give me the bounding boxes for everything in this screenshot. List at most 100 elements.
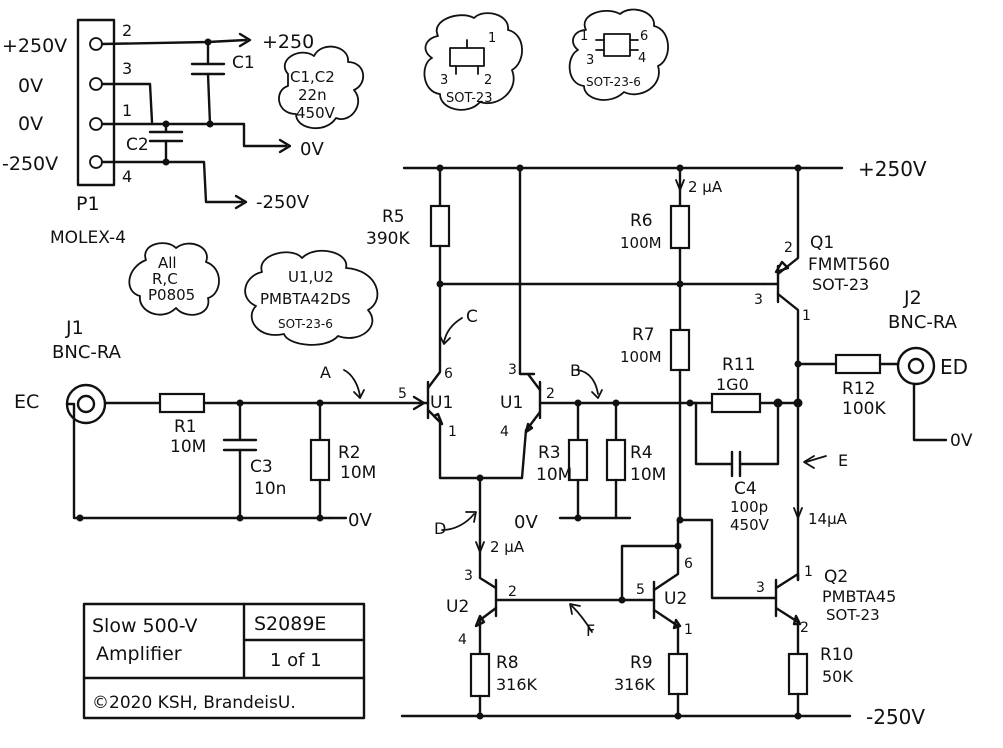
rails: +250V -250V [400,157,927,729]
title-block: Slow 500-V Amplifier S2089E 1 of 1 ©2020… [82,602,366,720]
resistors-r9-1-label: 316K [614,675,656,694]
pins-q2-1-label: 1 [804,564,813,580]
r2-body [309,438,331,482]
resistors-r11-0-label: R11 [722,355,755,375]
resistors-r10-1-label: 50K [822,667,853,686]
supply-0v-label: 0V [300,139,324,160]
resistors-r6-1-label: 100M [620,234,662,252]
p1-pin-number-3: 3 [122,59,132,78]
sheet-number: 1 of 1 [270,650,322,671]
resistors-r3-1-label: 10M [536,465,572,485]
pins-u2-left-2-label: 4 [458,632,467,648]
copyright: ©2020 KSH, BrandeisU. [92,693,296,713]
r5-branch: R5 390K C [366,166,766,362]
package-sot236-label: SOT-23-6 [586,75,641,89]
note-cloud-supply-caps: C1,C2 22n 450V [278,45,364,130]
u2-right-label: U2 [664,589,687,609]
resistors-r9-0-label: R9 [630,653,653,673]
resistors-r4-1-label: 10M [630,465,666,485]
package-sot23-cloud: 1 3 2 SOT-23 [423,12,523,111]
node-b-label: B [570,361,581,380]
resistors-r3-0-label: R3 [538,443,561,463]
pins-q2-2-label: 2 [800,620,809,636]
resistors-r6-0-label: R6 [630,211,653,231]
capacitors-c4-2-label: 450V [730,516,770,534]
d-current: 2 µA [490,538,525,556]
p1-pin-label-0v-a: 0V [18,75,43,97]
pins-u1-left-1-label: 6 [444,366,453,382]
packages-sot236-pins-2-label: 3 [586,53,594,68]
note-caps-line2: 22n [298,86,327,104]
r6-body [669,204,691,250]
packages-sot236-pins-1-label: 6 [640,29,648,44]
package-sot23-label: SOT-23 [446,91,492,106]
capacitors-c4-0-label: C4 [734,479,757,499]
node-a-label: A [320,363,331,382]
j2-bnc-outer [896,346,936,386]
r11-body [710,392,762,414]
resistors-r12-0-label: R12 [842,379,875,399]
p1-pin-number-2: 2 [122,21,132,40]
pins-u1-left-2-label: 1 [448,424,457,440]
c2-label: C2 [126,135,149,155]
pins-u2-right-2-label: 1 [684,622,693,638]
minus-rail-label: -250V [866,705,925,729]
resistors-r1-0-label: R1 [174,417,197,437]
p1-pin-number-4: 4 [122,167,132,186]
pins-q1-0-label: 2 [784,240,793,256]
j1-part: BNC-RA [52,342,122,363]
pins-u1-right-2-label: 4 [500,424,509,440]
pins-q1-2-label: 1 [802,308,811,324]
r6-r7-stack: 2 µA R6 100M R7 100M [620,166,762,600]
input-ground-label: 0V [348,510,372,531]
p1-pin-label-0v-b: 0V [18,113,43,135]
q2-transistor: 3 1 2 Q2 PMBTA45 SOT-23 R10 50K [756,564,896,718]
output-signal-label: ED [940,355,968,379]
node-c-label: C [466,307,478,327]
q1-ref: Q1 [810,233,834,253]
note-cloud-u1u2: U1,U2 PMBTA42DS SOT-23-6 [244,249,379,346]
p1-part: MOLEX-4 [50,228,126,248]
capacitors-c4-1-label: 100p [730,498,768,516]
resistors-r4-0-label: R4 [630,443,653,463]
divider-r3-r4: R3 10M R4 10M 0V [514,399,802,533]
feedback-r11-c4: R11 1G0 C4 100p 450V [688,355,783,534]
r9-body [667,652,689,696]
p1-ref: P1 [76,193,100,215]
resistors-r8-1-label: 316K [496,675,538,694]
r8-body [469,652,491,698]
note-cloud-all: All R,C P0805 [128,242,220,316]
node-d-label: D [434,519,446,538]
drawing-number: S2089E [254,613,326,635]
pins-q1-1-label: 3 [754,292,763,308]
j1-ref: J1 [65,317,84,339]
note-caps-line1: C1,C2 [290,68,335,86]
u2-left-label: U2 [446,597,469,617]
pins-u1-left-0-label: 5 [398,386,407,402]
resistors-r5-0-label: R5 [382,207,405,227]
pins-q2-0-label: 3 [756,580,765,596]
plus-rail-label: +250V [858,157,927,181]
packages-sot23-pins-0-label: 1 [488,31,496,46]
note-all-line1: All [158,254,177,272]
resistors-r10-0-label: R10 [820,645,853,665]
supply-wiring: +250 0V -250V C1 C2 [100,31,324,213]
packages-sot23-pins-2-label: 2 [484,73,492,88]
u1-left-label: U1 [430,393,453,413]
r4-body [605,438,627,482]
capacitors-c3-1-label: 10n [254,479,286,499]
pins-u2-left-0-label: 3 [464,568,473,584]
capacitors-c3-0-label: C3 [250,457,273,477]
note-u1u2-line1: U1,U2 [288,268,334,286]
pins-u1-right-1-label: 2 [546,386,555,402]
j2-bnc-inner [907,357,925,375]
u1-right-label: U1 [500,393,523,413]
q2-ref: Q2 [824,567,848,587]
q1-part: FMMT560 [808,255,890,275]
j2-ref: J2 [903,287,922,309]
output-ground-label: 0V [950,431,973,451]
resistors-r5-1-label: 390K [366,229,410,249]
resistors-r2-0-label: R2 [338,443,361,463]
resistors-r7-1-label: 100M [620,348,662,366]
